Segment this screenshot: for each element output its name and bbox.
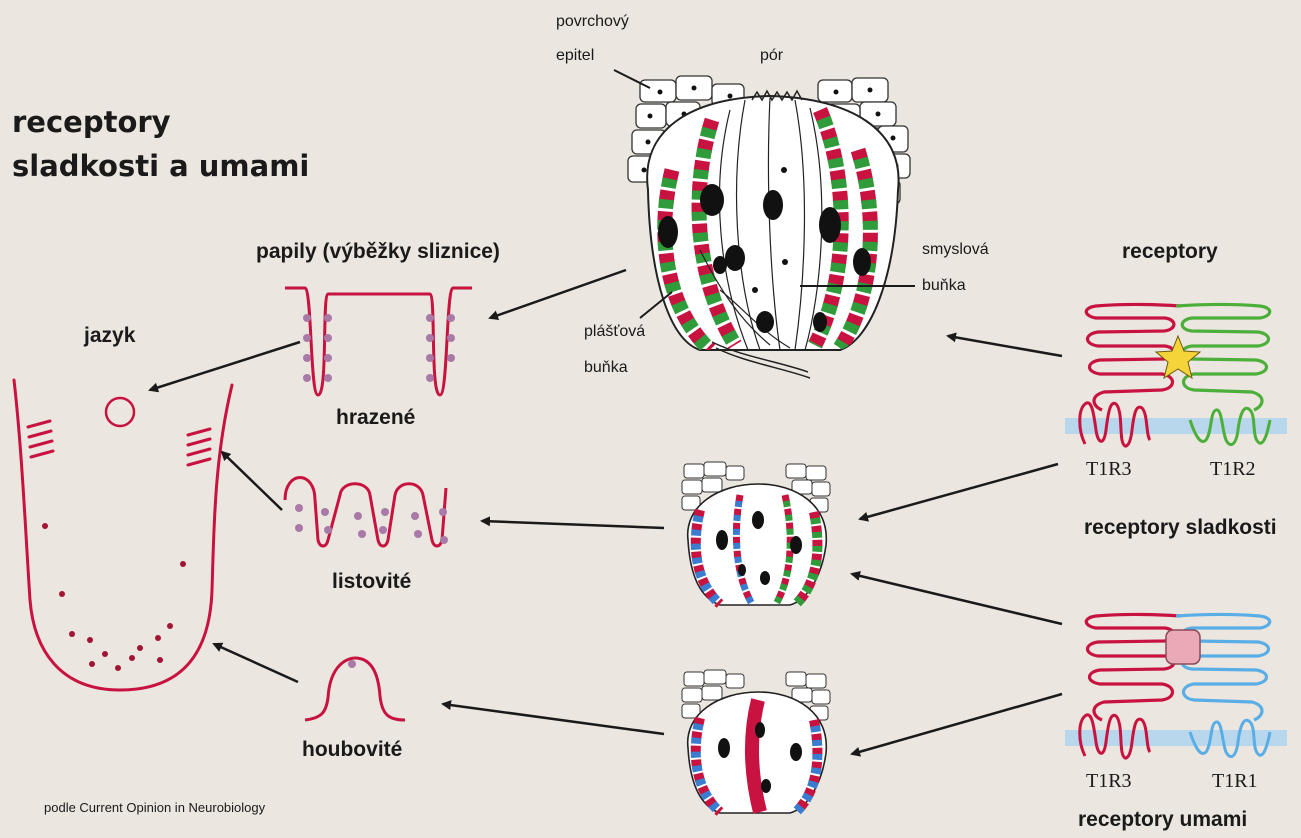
label-t1r2: T1R2 xyxy=(1210,458,1256,481)
label-por: pór xyxy=(760,44,783,68)
umami-ligand-icon xyxy=(1166,630,1200,664)
label-smyslova-bunka: buňka xyxy=(922,274,966,298)
label-t1r3-sweet: T1R3 xyxy=(1086,458,1132,481)
label-listovite: listovité xyxy=(332,570,411,594)
label-t1r3-umami: T1R3 xyxy=(1086,770,1132,793)
label-smyslova: smyslová xyxy=(922,238,989,262)
label-jazyk: jazyk xyxy=(84,324,135,348)
sweet-ligand-icon xyxy=(1156,336,1200,378)
label-papily: papily (výběžky sliznice) xyxy=(256,240,500,264)
diagram-title-line1: receptory xyxy=(12,104,171,141)
taste-bud-umami xyxy=(682,670,830,813)
circumvallate-marker xyxy=(106,398,134,426)
label-t1r1: T1R1 xyxy=(1212,770,1258,793)
label-povrchovy: povrchový xyxy=(556,10,629,34)
label-receptory-sladkosti: receptory sladkosti xyxy=(1084,516,1277,540)
source-credit: podle Current Opinion in Neurobiology xyxy=(44,800,265,815)
label-houbovite: houbovité xyxy=(302,738,402,762)
label-epitel: epitel xyxy=(556,44,594,68)
papilla-circumvallate xyxy=(285,288,472,395)
receptor-umami xyxy=(1065,615,1287,758)
label-hrazene: hrazené xyxy=(336,406,415,430)
receptor-sweet xyxy=(1065,305,1287,446)
label-receptory-umami: receptory umami xyxy=(1078,808,1247,832)
fungiform-dots xyxy=(42,523,186,671)
label-plastova-bunka: buňka xyxy=(584,356,628,380)
label-receptory: receptory xyxy=(1122,240,1218,264)
taste-bud-sweet xyxy=(682,462,830,605)
label-plastova: plášťová xyxy=(584,320,645,344)
diagram-title-line2: sladkosti a umami xyxy=(12,148,309,185)
taste-bud-large xyxy=(628,76,910,378)
papilla-foliate xyxy=(285,478,448,547)
papilla-fungiform xyxy=(305,658,405,720)
